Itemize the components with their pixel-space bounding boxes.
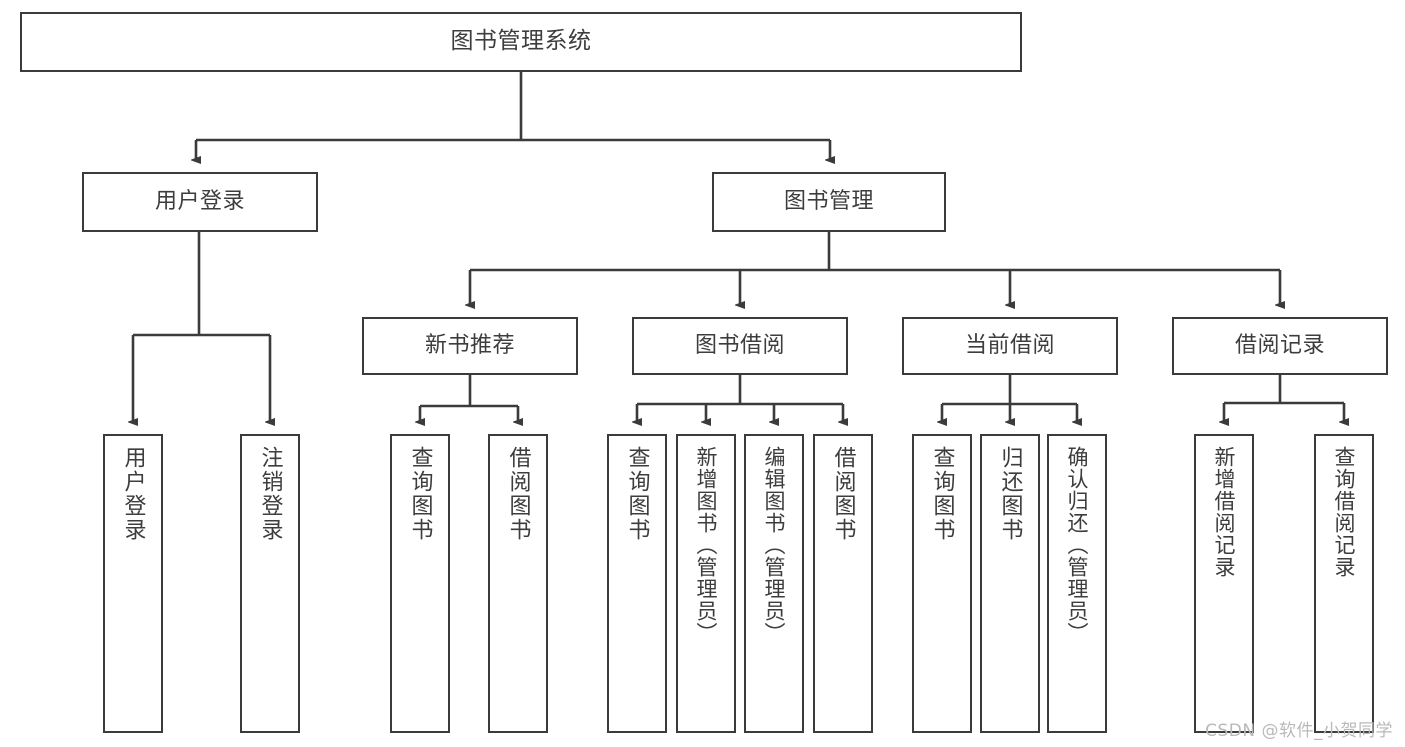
node-leaf-logout-login-label: 注销登录 [257,446,283,542]
node-leaf-add-record[interactable]: 新增借阅记录 [1194,434,1254,733]
node-leaf-edit-book[interactable]: 编辑图书（管理员） [744,434,804,733]
node-book-borrow-label: 图书借阅 [694,332,785,358]
node-leaf-user-login-label: 用户登录 [120,446,146,542]
node-current-borrow-label: 当前借阅 [964,332,1055,358]
node-leaf-borrow-book-1-label: 借阅图书 [505,446,531,542]
node-borrow-record[interactable]: 借阅记录 [1172,317,1388,375]
node-new-book-recommend-label: 新书推荐 [424,332,515,358]
node-leaf-logout-login[interactable]: 注销登录 [240,434,300,733]
node-leaf-add-book[interactable]: 新增图书（管理员） [676,434,736,733]
node-leaf-query-book-2[interactable]: 查询图书 [607,434,667,733]
node-borrow-record-label: 借阅记录 [1234,332,1325,358]
node-leaf-user-login[interactable]: 用户登录 [103,434,163,733]
node-leaf-borrow-book-1[interactable]: 借阅图书 [488,434,548,733]
node-leaf-query-book-3-label: 查询图书 [929,446,955,542]
node-root[interactable]: 图书管理系统 [20,12,1022,72]
node-leaf-confirm-return[interactable]: 确认归还（管理员） [1047,434,1107,733]
node-leaf-query-book-1-label: 查询图书 [407,446,433,542]
node-new-book-recommend[interactable]: 新书推荐 [362,317,578,375]
node-book-manage[interactable]: 图书管理 [712,172,946,232]
node-leaf-query-record[interactable]: 查询借阅记录 [1314,434,1374,733]
node-leaf-add-book-label: 新增图书（管理员） [694,446,719,644]
node-leaf-borrow-book-2-label: 借阅图书 [830,446,856,542]
node-leaf-query-book-2-label: 查询图书 [624,446,650,542]
node-leaf-query-record-label: 查询借阅记录 [1332,446,1357,578]
node-leaf-return-book-label: 归还图书 [997,446,1023,542]
node-user-login-label: 用户登录 [154,188,245,214]
node-book-manage-label: 图书管理 [783,188,874,214]
node-leaf-return-book[interactable]: 归还图书 [980,434,1040,733]
watermark: CSDN @软件_小贺同学 [1205,721,1393,741]
node-leaf-add-record-label: 新增借阅记录 [1212,446,1237,578]
node-user-login[interactable]: 用户登录 [82,172,318,232]
node-current-borrow[interactable]: 当前借阅 [902,317,1118,375]
node-book-borrow[interactable]: 图书借阅 [632,317,848,375]
node-leaf-borrow-book-2[interactable]: 借阅图书 [813,434,873,733]
node-leaf-query-book-3[interactable]: 查询图书 [912,434,972,733]
node-leaf-query-book-1[interactable]: 查询图书 [390,434,450,733]
node-leaf-edit-book-label: 编辑图书（管理员） [762,446,787,644]
node-leaf-confirm-return-label: 确认归还（管理员） [1065,446,1090,644]
node-root-label: 图书管理系统 [450,28,592,55]
